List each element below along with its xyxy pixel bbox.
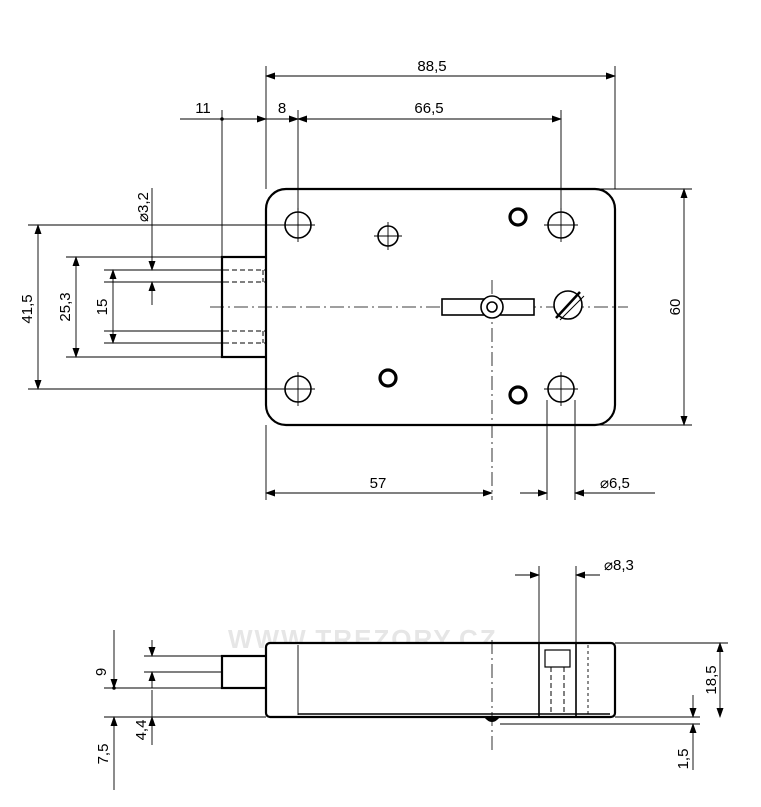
dim-height-25-3: 25,3 (57, 292, 74, 321)
dim-overall-width: 88,5 (417, 58, 446, 75)
dimension-lines-front (34, 72, 688, 497)
front-view: 88,5 11 8 66,5 ⌀3,2 41,5 25,3 15 60 57 ⌀… (19, 58, 692, 500)
dim-side-base-offset: 7,5 (95, 744, 112, 765)
dim-edge-to-hole: 8 (278, 100, 286, 117)
bolt-hidden-holes (224, 269, 266, 344)
dim-bolt-hole-diameter: ⌀3,2 (135, 192, 152, 222)
rivet-bottom (508, 385, 528, 405)
side-spindle (538, 642, 589, 718)
dim-mount-hole-diameter: ⌀6,5 (600, 475, 630, 492)
dim-case-height: 60 (667, 299, 684, 316)
dim-hole-spacing: 66,5 (414, 100, 443, 117)
dim-spindle-diameter: ⌀8,3 (604, 557, 634, 574)
dim-bolt-hole-diameter-value: 3,2 (135, 192, 152, 213)
extension-lines-side (104, 566, 728, 725)
rivet-top (508, 207, 528, 227)
rivet-left (378, 368, 398, 388)
mounting-hole-top-right (544, 208, 578, 242)
dim-height-41-5: 41,5 (19, 294, 36, 323)
mounting-hole-bottom-right (544, 372, 578, 406)
extension-lines-front (28, 66, 692, 500)
dim-side-bolt-offset: 4,4 (133, 720, 150, 741)
dim-mount-hole-diameter-value: 6,5 (609, 475, 630, 492)
dim-side-bolt-height: 9 (93, 668, 110, 676)
small-hole-top-center (374, 222, 402, 250)
dim-spindle-diameter-value: 8,3 (613, 557, 634, 574)
mounting-hole-top-left (281, 208, 315, 242)
dim-bolt-extension: 11 (195, 100, 211, 117)
spindle-screw (553, 290, 585, 321)
side-case (264, 641, 617, 719)
side-bolt (220, 654, 272, 690)
dimension-lines-side (110, 571, 724, 790)
dim-bolt-height: 15 (94, 299, 111, 316)
dim-side-thickness: 18,5 (703, 665, 720, 694)
keyhole (441, 295, 535, 319)
dim-side-plate-thickness: 1,5 (675, 749, 692, 770)
side-view: WWW.TREZORY.CZ (93, 557, 728, 790)
dim-keyhole-offset: 57 (370, 475, 387, 492)
